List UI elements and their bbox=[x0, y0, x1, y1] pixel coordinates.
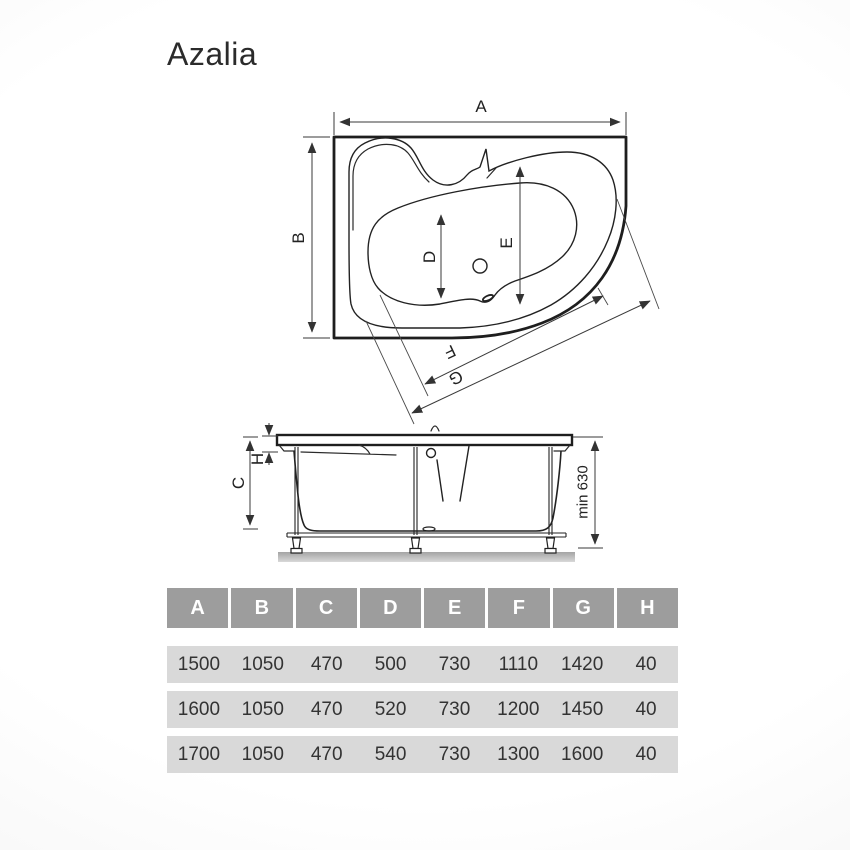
cell: 1700 bbox=[177, 744, 221, 765]
cell: 730 bbox=[438, 699, 471, 720]
rim-end-lips bbox=[278, 444, 571, 452]
dim-label-g: G bbox=[446, 366, 466, 389]
cell: 470 bbox=[310, 699, 343, 720]
cell: 1300 bbox=[497, 744, 540, 765]
cell: 540 bbox=[374, 744, 407, 765]
dim-label-a: A bbox=[475, 97, 487, 116]
cell: 1050 bbox=[241, 699, 284, 720]
tub-body-outline bbox=[293, 450, 562, 532]
cell: 1600 bbox=[561, 744, 604, 765]
cell: 1200 bbox=[497, 699, 540, 720]
frame-rail bbox=[286, 532, 567, 538]
adjustable-feet bbox=[290, 537, 557, 554]
header-cell-a: A bbox=[167, 588, 229, 628]
frame-posts bbox=[294, 447, 553, 535]
plan-view: A B D E F bbox=[289, 97, 660, 425]
cell: 470 bbox=[310, 744, 343, 765]
header-cell-b: B bbox=[231, 588, 293, 628]
cell: 1420 bbox=[561, 654, 604, 675]
spec-table-header-row: A B C D E F G H bbox=[167, 588, 678, 628]
cell: 40 bbox=[635, 654, 657, 675]
header-cell-d: D bbox=[359, 588, 421, 628]
dimension-a: A bbox=[333, 97, 627, 135]
floor-shadow bbox=[278, 552, 575, 562]
dim-label-d: D bbox=[420, 251, 439, 263]
extension-lines bbox=[365, 198, 660, 425]
spec-table: A B C D E F G H 1500 1050 470 500 730 11… bbox=[167, 588, 678, 773]
rim-notch-tick bbox=[486, 167, 497, 179]
drain-side bbox=[422, 526, 436, 532]
cell: 1600 bbox=[177, 699, 221, 720]
side-view: H C min 630 bbox=[229, 423, 603, 562]
dimension-h: H bbox=[248, 423, 278, 465]
cell: 1110 bbox=[498, 654, 539, 675]
cell: 40 bbox=[635, 744, 657, 765]
dim-label-min-630: min 630 bbox=[574, 465, 591, 518]
dimension-b: B bbox=[289, 136, 330, 339]
cell: 520 bbox=[374, 699, 407, 720]
dimension-min-height: min 630 bbox=[573, 436, 603, 549]
table-row-1500: 1500 1050 470 500 730 1110 1420 40 bbox=[167, 646, 678, 683]
header-cell-g: G bbox=[552, 588, 614, 628]
tub-rim-inner-edge bbox=[348, 137, 617, 329]
page-title: Azalia bbox=[167, 36, 258, 72]
table-row-1600: 1600 1050 470 520 730 1200 1450 40 bbox=[167, 691, 678, 728]
faucet-mark bbox=[430, 425, 440, 432]
cell: 500 bbox=[374, 654, 407, 675]
dim-label-f: F bbox=[441, 341, 458, 363]
dim-label-e: E bbox=[497, 237, 516, 248]
cell: 730 bbox=[438, 744, 471, 765]
cell: 1050 bbox=[241, 744, 284, 765]
header-cell-h: H bbox=[616, 588, 678, 628]
cell: 1450 bbox=[561, 699, 604, 720]
seat-line bbox=[300, 444, 397, 456]
cell: 1500 bbox=[177, 654, 221, 675]
header-cell-e: E bbox=[424, 588, 486, 628]
tub-rim-bar bbox=[275, 433, 574, 447]
headrest-curve bbox=[352, 143, 430, 231]
jet-circle bbox=[472, 258, 488, 274]
dimension-e: E bbox=[497, 166, 525, 305]
cell: 40 bbox=[635, 699, 657, 720]
overflow-circle bbox=[425, 447, 437, 459]
backrest-lines bbox=[436, 445, 470, 502]
cell: 470 bbox=[310, 654, 343, 675]
dimension-c: C bbox=[229, 436, 258, 530]
header-cell-f: F bbox=[488, 588, 550, 628]
header-cell-c: C bbox=[295, 588, 357, 628]
cell: 730 bbox=[438, 654, 471, 675]
cell: 1050 bbox=[241, 654, 284, 675]
dim-label-h: H bbox=[248, 453, 267, 465]
dim-label-b: B bbox=[289, 232, 308, 243]
dim-label-c: C bbox=[229, 477, 248, 489]
dimension-d: D bbox=[420, 214, 446, 299]
table-row-1700: 1700 1050 470 540 730 1300 1600 40 bbox=[167, 736, 678, 773]
